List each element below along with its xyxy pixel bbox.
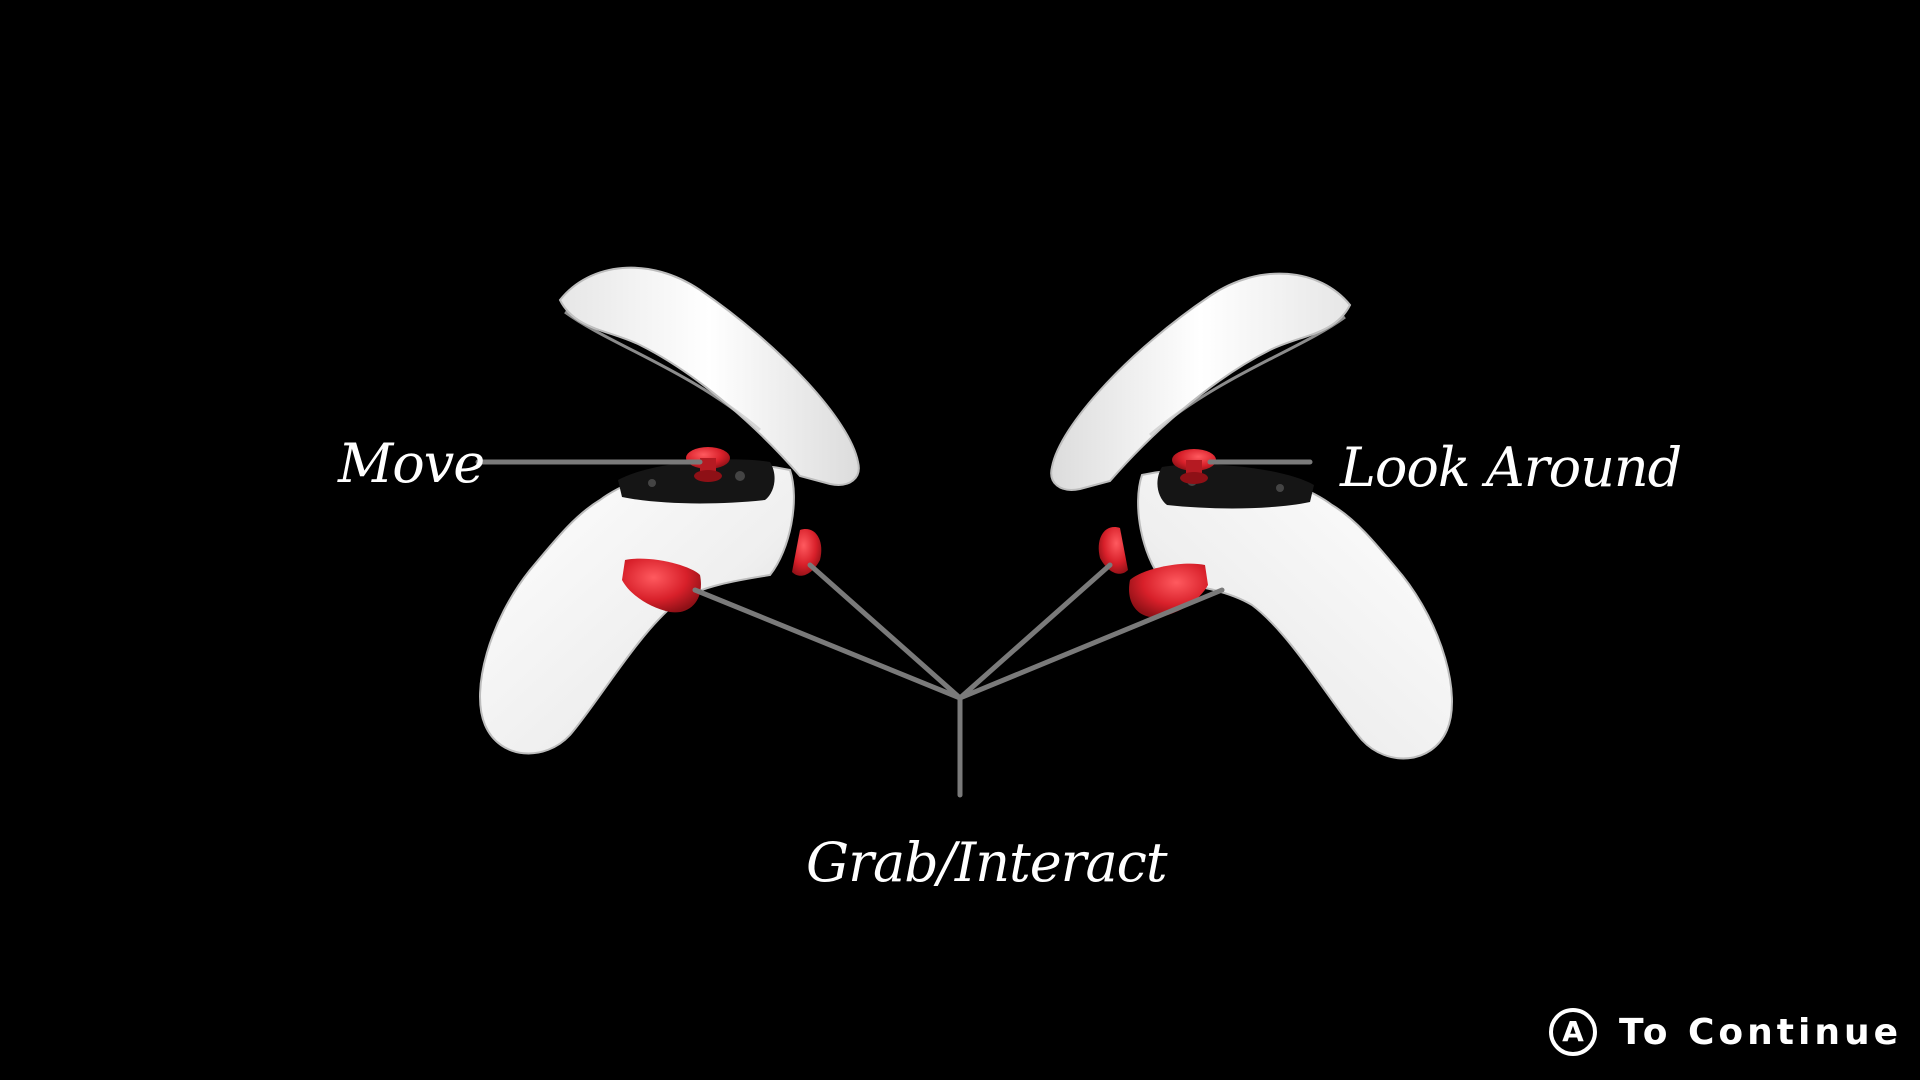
right-controller-body (1137, 468, 1453, 760)
left-controller-body (479, 463, 795, 755)
right-controller-icon (1050, 272, 1453, 760)
continue-prompt[interactable]: A To Continue (1548, 1008, 1902, 1056)
left-index-trigger (792, 529, 822, 576)
right-button-panel (1157, 464, 1314, 509)
grab-callout-line-left-trigger (807, 562, 963, 701)
grab-callout-line-right-grip (957, 587, 1225, 701)
look-around-label: Look Around (1340, 436, 1682, 499)
a-button-icon: A (1548, 1008, 1597, 1056)
right-tracking-ring (1050, 272, 1352, 491)
left-grip-trigger (622, 558, 701, 613)
grab-callout-line-right-trigger (957, 562, 1113, 701)
move-label: Move (338, 432, 485, 495)
grab-interact-label: Grab/Interact (806, 831, 1168, 894)
left-controller-icon (479, 266, 860, 755)
right-index-trigger (1098, 527, 1128, 574)
grab-callout-line-left-grip (692, 587, 963, 701)
continue-text: To Continue (1618, 1011, 1902, 1053)
left-tracking-ring (558, 266, 860, 486)
callout-lines (475, 459, 1313, 798)
left-button-panel (618, 459, 775, 504)
right-grip-trigger (1129, 563, 1208, 618)
